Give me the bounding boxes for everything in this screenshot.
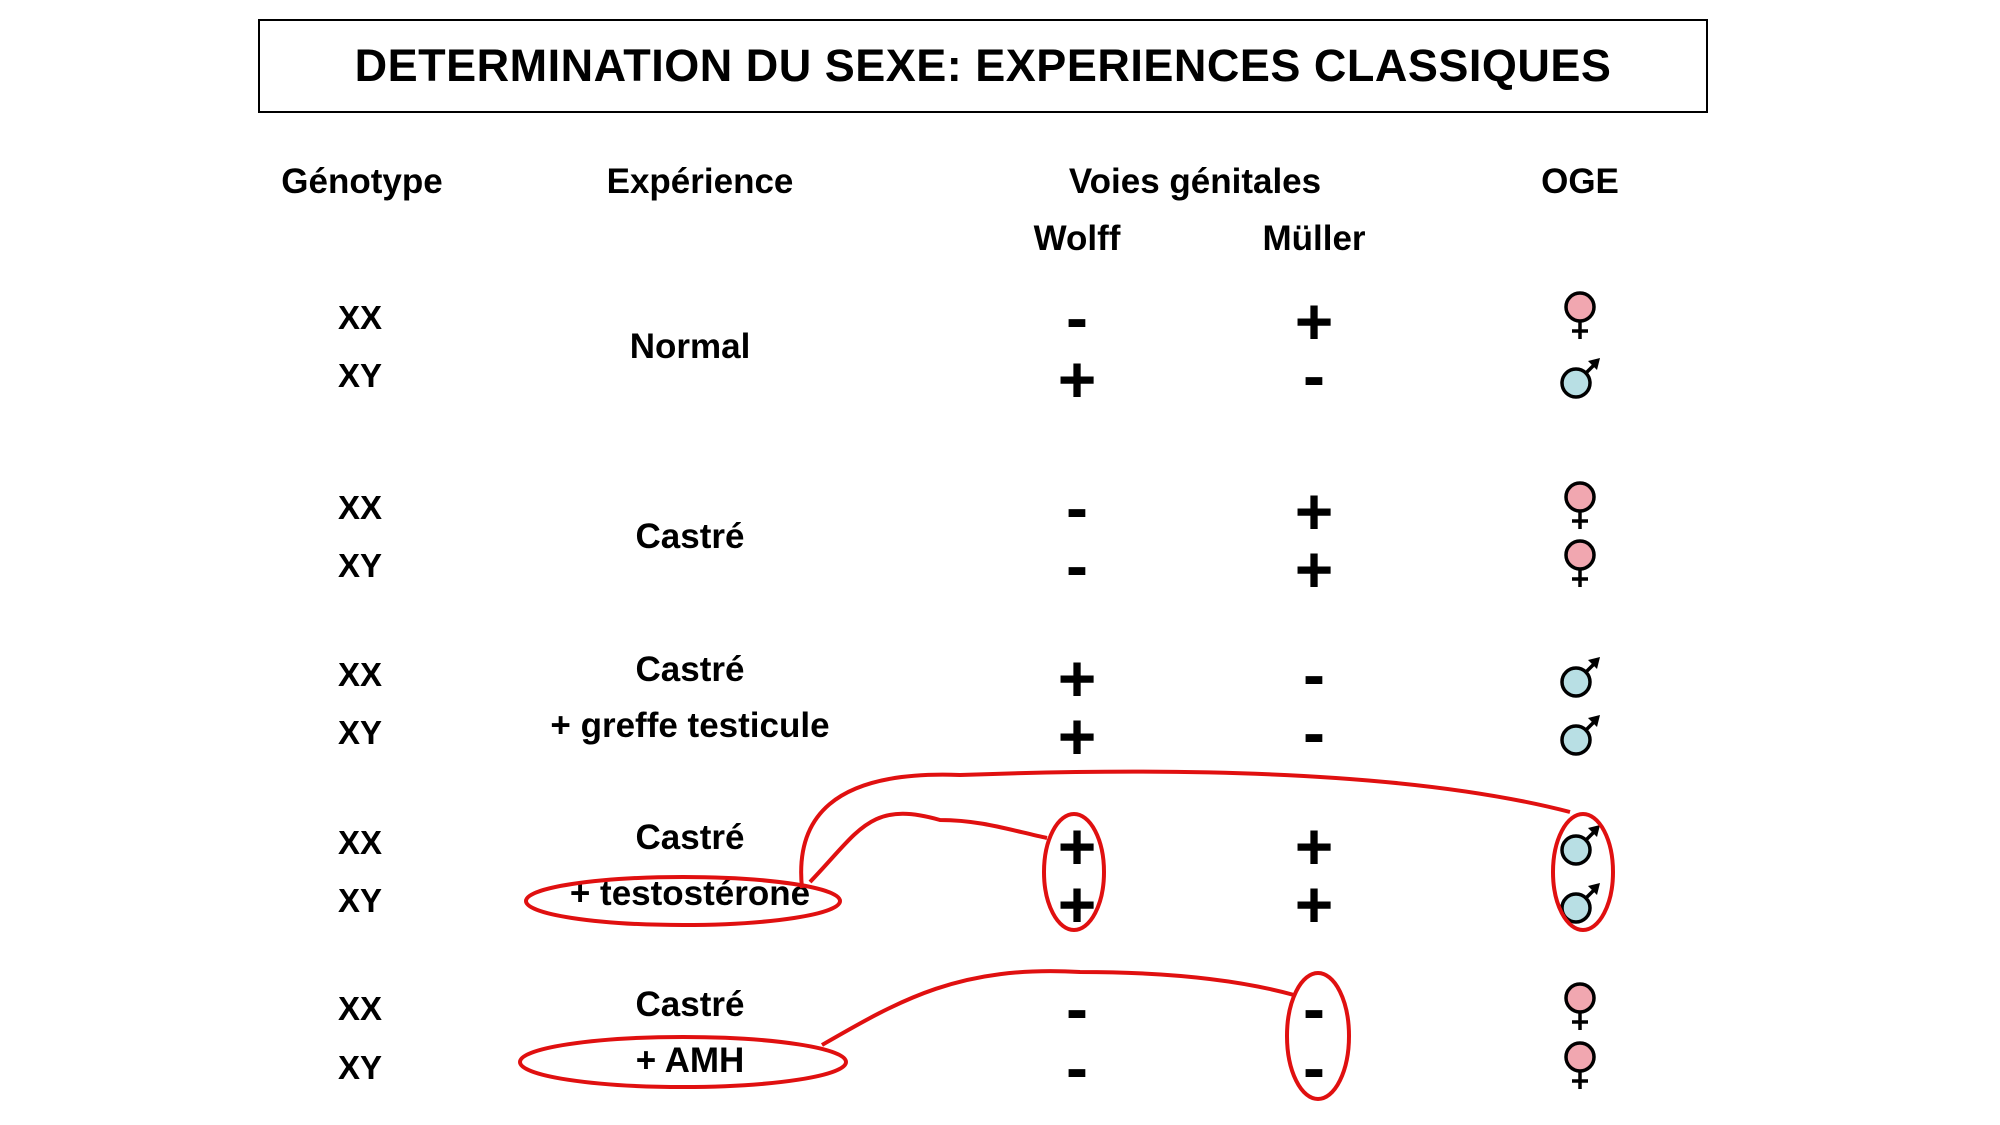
genotype-label: XY — [337, 1049, 383, 1087]
male-symbol-icon — [1560, 358, 1600, 399]
connector-testosterone-to-oge — [799, 769, 1571, 889]
genotype-label: XX — [337, 824, 383, 862]
experiment-label-3-line-2: + greffe testicule — [550, 705, 830, 745]
female-symbol-icon — [1564, 539, 1596, 587]
experiment-label-2-line-1: Castré — [635, 516, 745, 556]
muller-result: + — [1294, 474, 1334, 549]
female-symbol-icon — [1564, 291, 1596, 339]
header-oge: OGE — [1541, 161, 1619, 201]
female-symbol-icon — [1564, 1041, 1596, 1089]
wolff-result: + — [1057, 342, 1097, 417]
wolff-result: - — [1066, 528, 1088, 603]
muller-result: + — [1294, 532, 1334, 607]
wolff-result: - — [1066, 1030, 1088, 1105]
header-voies-genitales: Voies génitales — [1068, 161, 1322, 201]
wolff-result: + — [1057, 641, 1097, 716]
female-symbol-icon — [1564, 481, 1596, 529]
male-symbol-icon — [1560, 715, 1600, 756]
header-genotype: Génotype — [281, 161, 443, 201]
header-wolff: Wolff — [1033, 218, 1121, 258]
genotype-label: XY — [337, 357, 383, 395]
experiment-label-5-line-1: Castré — [635, 984, 745, 1024]
muller-result: + — [1294, 867, 1334, 942]
wolff-result: - — [1066, 470, 1088, 545]
experiment-label-3-line-1: Castré — [635, 649, 745, 689]
header-muller: Müller — [1262, 218, 1366, 258]
connector-amh-to-muller — [821, 969, 1295, 1047]
female-symbol-icon — [1564, 982, 1596, 1030]
genotype-label: XX — [337, 656, 383, 694]
muller-result: - — [1303, 695, 1325, 770]
header-experience: Expérience — [606, 161, 794, 201]
slide-title: DETERMINATION DU SEXE: EXPERIENCES CLASS… — [258, 19, 1708, 113]
wolff-result: + — [1057, 867, 1097, 942]
genotype-label: XX — [337, 489, 383, 527]
genotype-label: XX — [337, 990, 383, 1028]
wolff-result: - — [1066, 280, 1088, 355]
connector-testosterone-to-wolff — [808, 811, 1048, 884]
genotype-label: XX — [337, 299, 383, 337]
genotype-label: XY — [337, 714, 383, 752]
muller-result: - — [1303, 1030, 1325, 1105]
muller-result: + — [1294, 284, 1334, 359]
male-symbol-icon — [1560, 657, 1600, 698]
muller-result: - — [1303, 338, 1325, 413]
genotype-label: XY — [337, 882, 383, 920]
muller-result: - — [1303, 637, 1325, 712]
experiment-label-5-line-2: + AMH — [635, 1040, 745, 1080]
experiment-label-4-line-1: Castré — [635, 817, 745, 857]
experiment-label-4-line-2: + testostérone — [569, 873, 811, 913]
wolff-result: + — [1057, 699, 1097, 774]
genotype-label: XY — [337, 547, 383, 585]
experiment-label-1-line-1: Normal — [629, 326, 751, 366]
male-symbol-icon — [1560, 883, 1600, 924]
